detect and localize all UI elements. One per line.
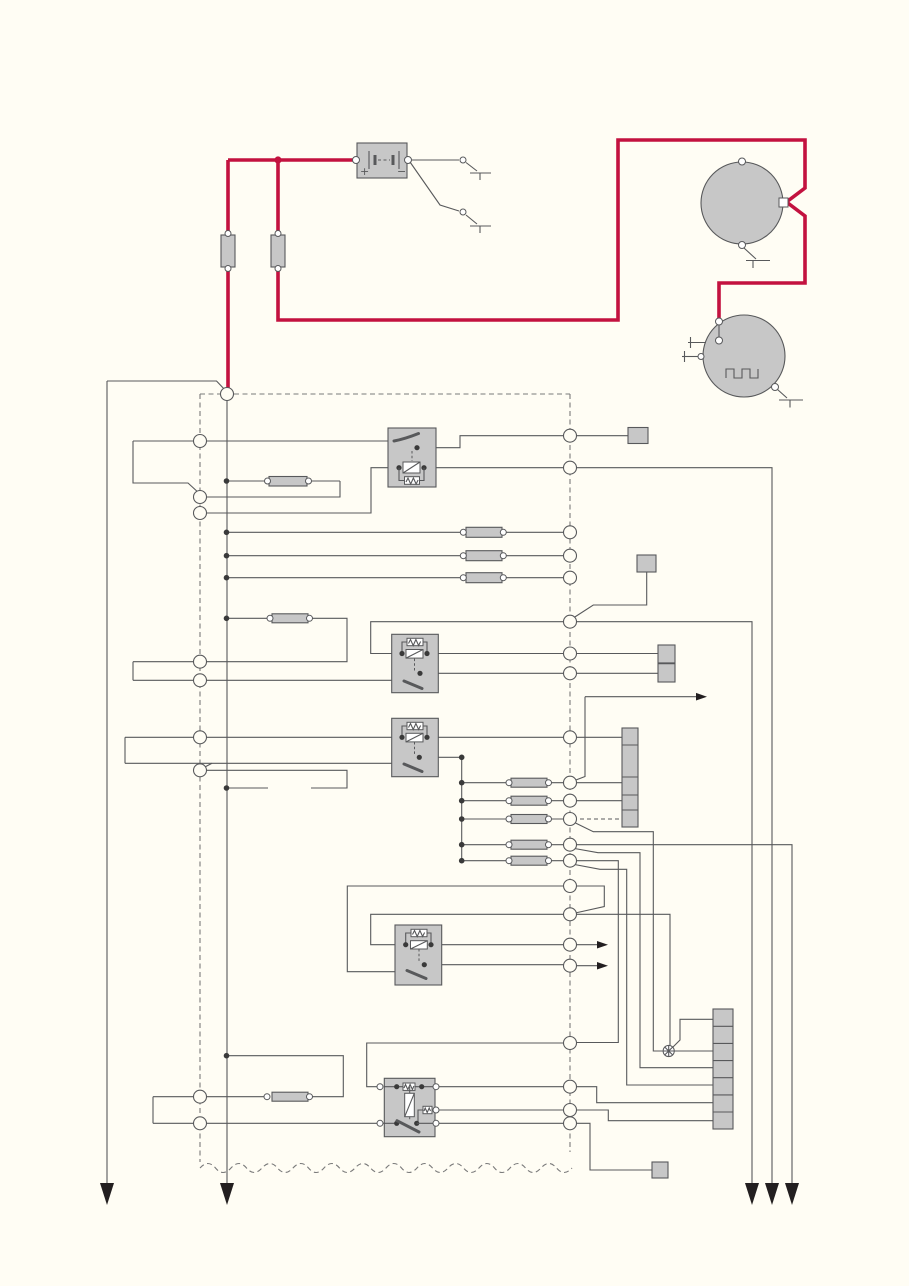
relay-5 (376, 1077, 440, 1138)
ground-arrows (100, 1183, 799, 1205)
impulse-sender (682, 314, 803, 408)
switch-contact-2 (459, 208, 467, 216)
square-wave-symbol (725, 368, 759, 379)
distribution-junctions (458, 754, 465, 864)
relay-1 (387, 427, 437, 488)
switch-contact-1 (459, 156, 467, 164)
ignition-switch-contacts (409, 156, 491, 233)
ground-arrow-4 (765, 1183, 779, 1205)
relay-3 (391, 717, 439, 778)
fuse-bank (263, 475, 552, 1102)
continuation-arrow-3 (597, 962, 608, 970)
main-fuse-2 (270, 234, 286, 268)
terminal-box-1 (627, 426, 649, 445)
connector-block-2pin (657, 644, 676, 683)
ground-arrow-2 (220, 1183, 234, 1205)
continuation-arrow-1 (696, 692, 707, 701)
connector-strip-5pin (621, 727, 639, 828)
power-circuit (220, 138, 807, 390)
connector-strip-7pin (712, 1008, 734, 1130)
battery: + − (352, 142, 412, 179)
battery-plus-label: + (360, 165, 369, 178)
ground-arrow-1 (100, 1183, 114, 1205)
main-fuse-1 (220, 234, 236, 268)
red-junction-dot (274, 156, 282, 164)
generator (700, 157, 789, 268)
bus-junction-dots (223, 478, 230, 1059)
edge-pins (192, 386, 578, 1131)
warning-lamp (662, 1044, 675, 1058)
battery-minus-label: − (397, 165, 406, 178)
continuation-arrow-2 (597, 941, 608, 949)
relay-4 (394, 924, 443, 986)
generator-terminal (778, 197, 789, 208)
top-edge-pin (219, 386, 235, 402)
torn-bottom-edge (199, 1162, 573, 1174)
ground-arrow-5 (785, 1183, 799, 1205)
control-unit-dashed-box (199, 393, 573, 1174)
terminal-box-3 (651, 1161, 669, 1179)
signal-wiring (106, 380, 793, 1184)
ground-arrow-3 (745, 1183, 759, 1205)
relay-2 (391, 633, 439, 694)
terminal-box-2 (636, 554, 657, 573)
